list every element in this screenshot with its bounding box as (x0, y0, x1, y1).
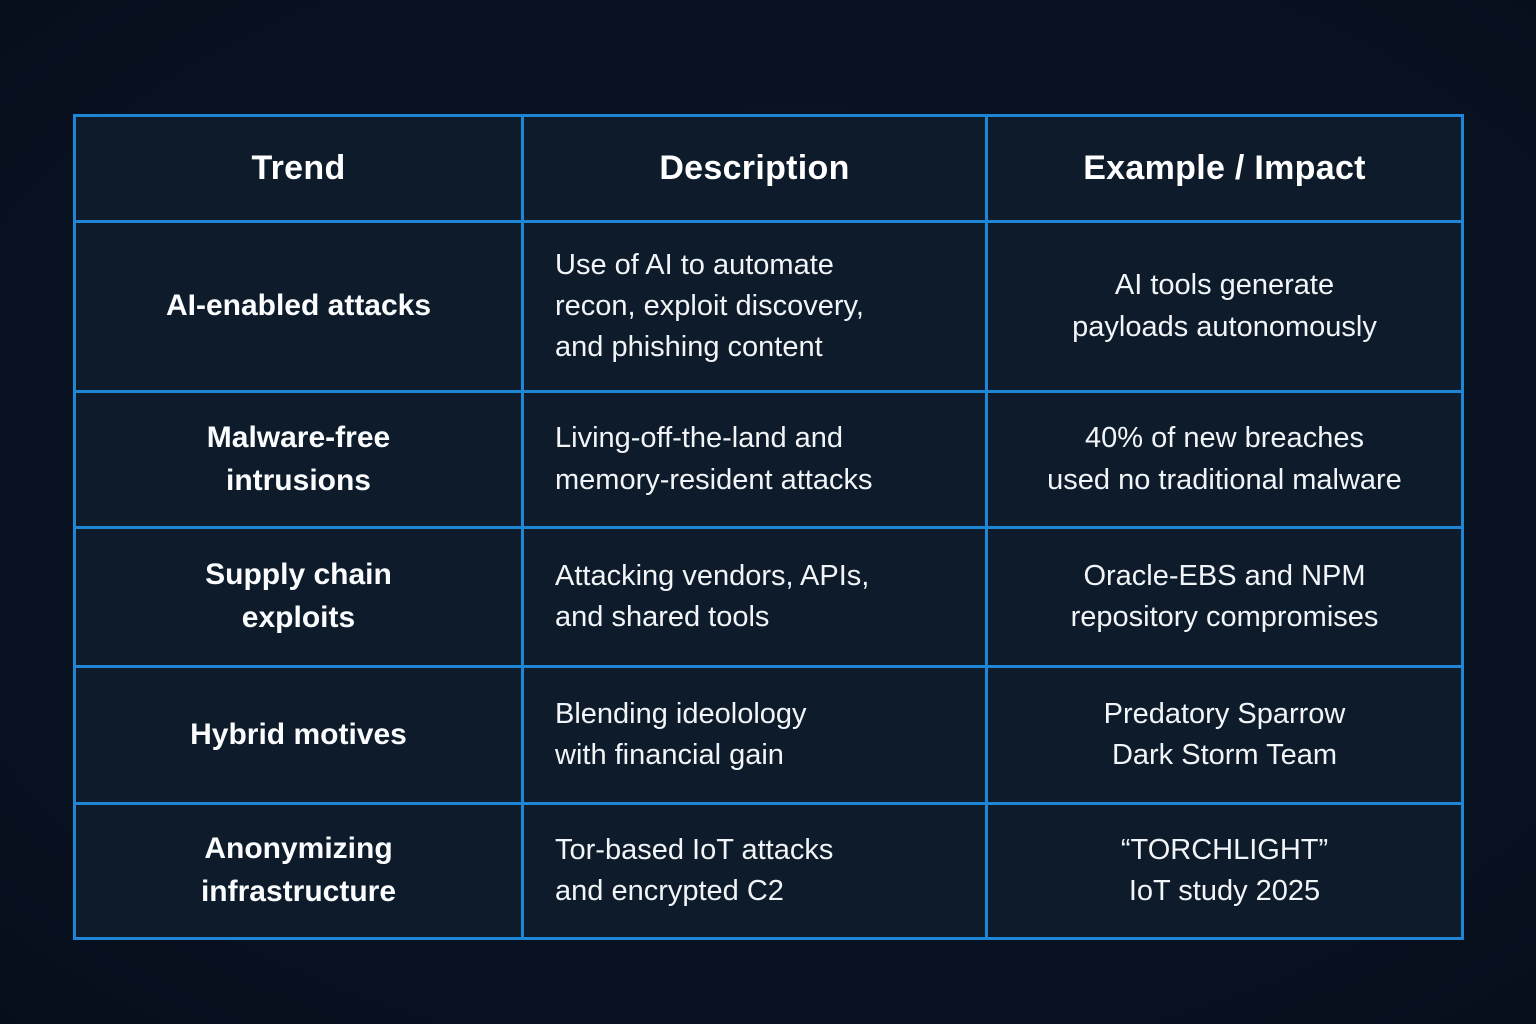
row1-description-cell: Use of AI to automate recon, exploit dis… (524, 223, 985, 390)
row4-trend-cell: Hybrid motives (76, 668, 521, 802)
row4-description-cell: Blending ideolology with financial gain (524, 668, 985, 802)
cyber-trends-table: Trend Description Example / Impact AI-en… (73, 114, 1464, 940)
row5-example-cell: “TORCHLIGHT” IoT study 2025 (988, 805, 1461, 937)
column-header-description: Description (524, 117, 985, 220)
row2-description-cell: Living-off-the-land and memory-resident … (524, 393, 985, 526)
row3-description-cell: Attacking vendors, APIs, and shared tool… (524, 529, 985, 665)
row2-example-cell: 40% of new breaches used no traditional … (988, 393, 1461, 526)
row3-example-cell: Oracle-EBS and NPM repository compromise… (988, 529, 1461, 665)
row5-description-cell: Tor-based IoT attacks and encrypted C2 (524, 805, 985, 937)
row2-trend-cell: Malware-free intrusions (76, 393, 521, 526)
column-header-trend: Trend (76, 117, 521, 220)
row1-example-cell: AI tools generate payloads autonomously (988, 223, 1461, 390)
row1-trend-cell: AI-enabled attacks (76, 223, 521, 390)
row4-example-cell: Predatory Sparrow Dark Storm Team (988, 668, 1461, 802)
column-header-example-impact: Example / Impact (988, 117, 1461, 220)
row3-trend-cell: Supply chain exploits (76, 529, 521, 665)
row5-trend-cell: Anonymizing infrastructure (76, 805, 521, 937)
